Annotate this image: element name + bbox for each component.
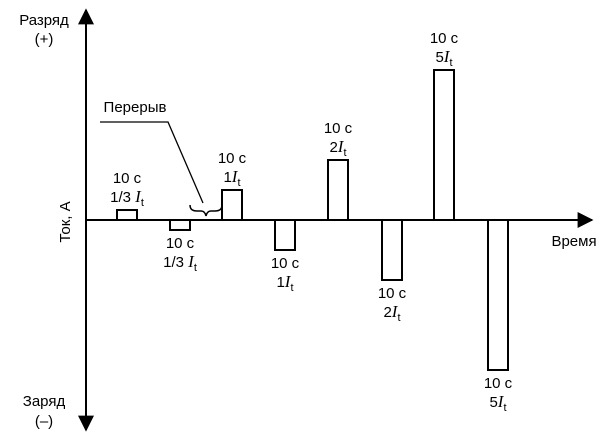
pulse-current-label-4: 1It <box>276 272 293 294</box>
pulse-duration-label-4: 10 с <box>271 255 300 272</box>
pulse-current-label-6: 2It <box>383 302 400 324</box>
pulse-bar-6 <box>381 219 403 281</box>
y-top-label-line1: Разряд <box>19 12 69 29</box>
y-bottom-label-line2: (–) <box>35 413 53 430</box>
pulse-current-label-7: 5It <box>435 47 452 69</box>
pulse-bar-4 <box>274 219 296 251</box>
pulse-duration-label-6: 10 с <box>378 285 407 302</box>
bars-group <box>116 69 509 371</box>
pulse-duration-label-5: 10 с <box>324 120 353 137</box>
pulse-current-label-8: 5It <box>489 392 506 414</box>
pulse-duration-label-8: 10 с <box>484 375 513 392</box>
pause-label: Перерыв <box>104 99 167 116</box>
y-top-label-line2: (+) <box>35 31 54 48</box>
pulse-bar-2 <box>169 219 191 231</box>
pulse-bar-3 <box>221 189 243 221</box>
pulse-current-label-2: 1/3 It <box>163 252 197 274</box>
pulse-duration-label-3: 10 с <box>218 150 247 167</box>
x-axis-label: Время <box>551 233 596 250</box>
pulse-bar-7 <box>433 69 455 221</box>
pulse-duration-label-7: 10 с <box>430 30 459 47</box>
pulse-bar-8 <box>487 219 509 371</box>
pulse-duration-label-2: 10 с <box>166 235 195 252</box>
pulse-current-label-5: 2It <box>329 137 346 159</box>
pulse-current-label-1: 1/3 It <box>110 187 144 209</box>
pause-leader-line <box>100 121 204 204</box>
pulse-bar-5 <box>327 159 349 221</box>
pulse-bar-1 <box>116 209 138 221</box>
pulse-current-label-3: 1It <box>223 167 240 189</box>
y-bottom-label-line1: Заряд <box>23 393 66 410</box>
pause-brace <box>189 204 223 217</box>
pulse-duration-label-1: 10 с <box>113 170 142 187</box>
y-axis-label: Ток, А <box>57 201 74 242</box>
